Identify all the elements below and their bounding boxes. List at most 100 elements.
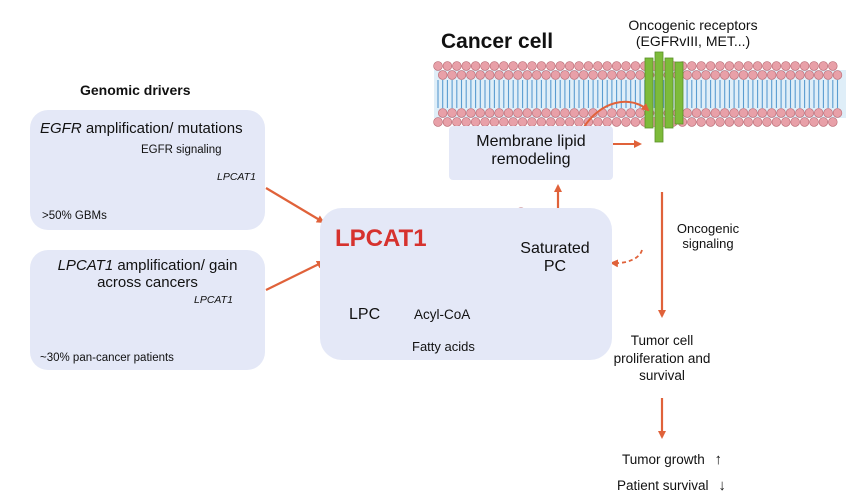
lipid-head	[466, 70, 476, 80]
lipid-head	[766, 108, 777, 118]
lipid-head	[691, 108, 702, 118]
patient-survival-text: Patient survival	[617, 478, 709, 493]
lipid-head	[790, 117, 800, 127]
lipid-head	[691, 70, 702, 80]
lipid-head	[583, 61, 594, 71]
lipid-head	[625, 70, 636, 80]
lipid-head	[541, 108, 551, 118]
lipid-head	[687, 61, 697, 71]
receptors-label: Oncogenic receptors (EGFRvIII, MET...)	[612, 17, 774, 49]
receptors-line2: (EGFRvIII, MET...)	[635, 33, 751, 50]
lipid-head	[762, 117, 772, 127]
tumor-growth-text: Tumor growth	[622, 452, 705, 467]
lipid-head	[743, 61, 753, 71]
lipid-head	[781, 117, 791, 127]
lipid-head	[776, 70, 786, 80]
lpc-label: LPC	[349, 306, 381, 323]
lipid-head	[546, 61, 556, 71]
lipid-head	[611, 117, 622, 127]
egfr-signaling-label: EGFR signaling	[141, 144, 222, 156]
lipid-head	[536, 61, 547, 71]
lipid-head	[813, 70, 824, 80]
lipid-head	[696, 117, 706, 127]
lipid-head	[687, 117, 697, 127]
lipid-head	[785, 70, 796, 80]
lipid-head	[710, 108, 720, 118]
lipid-head	[456, 70, 467, 80]
lpcat1-title-line2: across cancers	[97, 274, 198, 292]
lipid-head	[597, 70, 608, 80]
outcome-line2: proliferation and	[613, 350, 711, 366]
egfr-driver-box	[30, 110, 265, 230]
patient-survival-label: Patient survival ↓	[617, 477, 726, 494]
lipid-head	[433, 117, 443, 127]
lipid-head	[682, 108, 692, 118]
lipid-head	[781, 61, 791, 71]
saturated-line2: PC	[543, 258, 567, 276]
lipid-head	[531, 70, 542, 80]
lipid-head	[442, 61, 453, 71]
genomic-drivers-heading: Genomic drivers	[80, 82, 191, 98]
lipid-head	[757, 70, 767, 80]
lipid-head	[564, 61, 575, 71]
membrane-line1: Membrane lipid	[476, 133, 586, 150]
lipid-head	[701, 108, 711, 118]
lipid-head	[738, 108, 749, 118]
lipid-head	[602, 61, 612, 71]
lipid-head	[550, 108, 561, 118]
remodeling-to-receptor-arrow	[581, 100, 650, 131]
lipid-head	[762, 61, 772, 71]
lipid-head	[630, 117, 641, 127]
lipid-head	[705, 117, 716, 127]
lipid-head	[522, 108, 532, 118]
lipid-head	[734, 117, 744, 127]
lipid-head	[832, 70, 843, 80]
lipid-head	[456, 108, 467, 118]
lipid-head	[438, 70, 448, 80]
egfr-box-title: EGFR amplification/ mutations	[40, 120, 243, 137]
lipid-head	[823, 108, 833, 118]
oncogenic-receptor-icon	[644, 51, 684, 143]
lipid-head	[616, 70, 626, 80]
lipid-head	[593, 61, 603, 71]
lipid-head	[795, 108, 805, 118]
lipid-head	[621, 61, 631, 71]
lipid-head	[790, 61, 800, 71]
lipid-head	[499, 61, 509, 71]
lpcat1-stat: ~30% pan-cancer patients	[40, 352, 174, 364]
lipid-head	[531, 108, 542, 118]
fatty-acids-label: Fatty acids	[412, 339, 475, 354]
lpcat1-box-title: LPCAT1 amplification/ gain across cancer…	[30, 257, 265, 292]
lipid-head	[522, 70, 532, 80]
membrane-line2: remodeling	[491, 151, 571, 169]
lipid-head	[813, 108, 824, 118]
lipid-head	[701, 70, 711, 80]
lipid-head	[541, 70, 551, 80]
lipid-head	[705, 61, 716, 71]
membrane-remodeling-box	[449, 126, 613, 180]
lipid-head	[766, 70, 777, 80]
lipid-head	[438, 108, 448, 118]
lpcat1-driver-box	[30, 250, 265, 370]
lipid-head	[560, 108, 570, 118]
lipid-head	[785, 108, 796, 118]
cancer-cell-title: Cancer cell	[441, 30, 554, 53]
lipid-head	[607, 70, 617, 80]
lipid-head	[616, 108, 626, 118]
lipid-head	[752, 117, 763, 127]
up-arrow-icon: ↑	[714, 451, 723, 468]
lipid-head	[828, 61, 838, 71]
lpcat1-enzyme-label: LPCAT1	[335, 225, 427, 252]
acyl-coa-label: Acyl-CoA	[414, 307, 471, 322]
lipid-head	[682, 70, 692, 80]
lipid-head	[776, 108, 786, 118]
lipid-head	[461, 61, 471, 71]
lipid-head	[569, 70, 579, 80]
lipid-head	[832, 108, 843, 118]
lipid-head	[494, 108, 504, 118]
egfr-title-rest: amplification/ mutations	[81, 120, 243, 137]
membrane-remodeling-label: Membrane lipid remodeling	[449, 133, 613, 170]
oncogenic-signaling-label: Oncogenic signaling	[664, 221, 752, 252]
lipid-head	[804, 70, 814, 80]
egfr-stat: >50% GBMs	[42, 210, 107, 222]
